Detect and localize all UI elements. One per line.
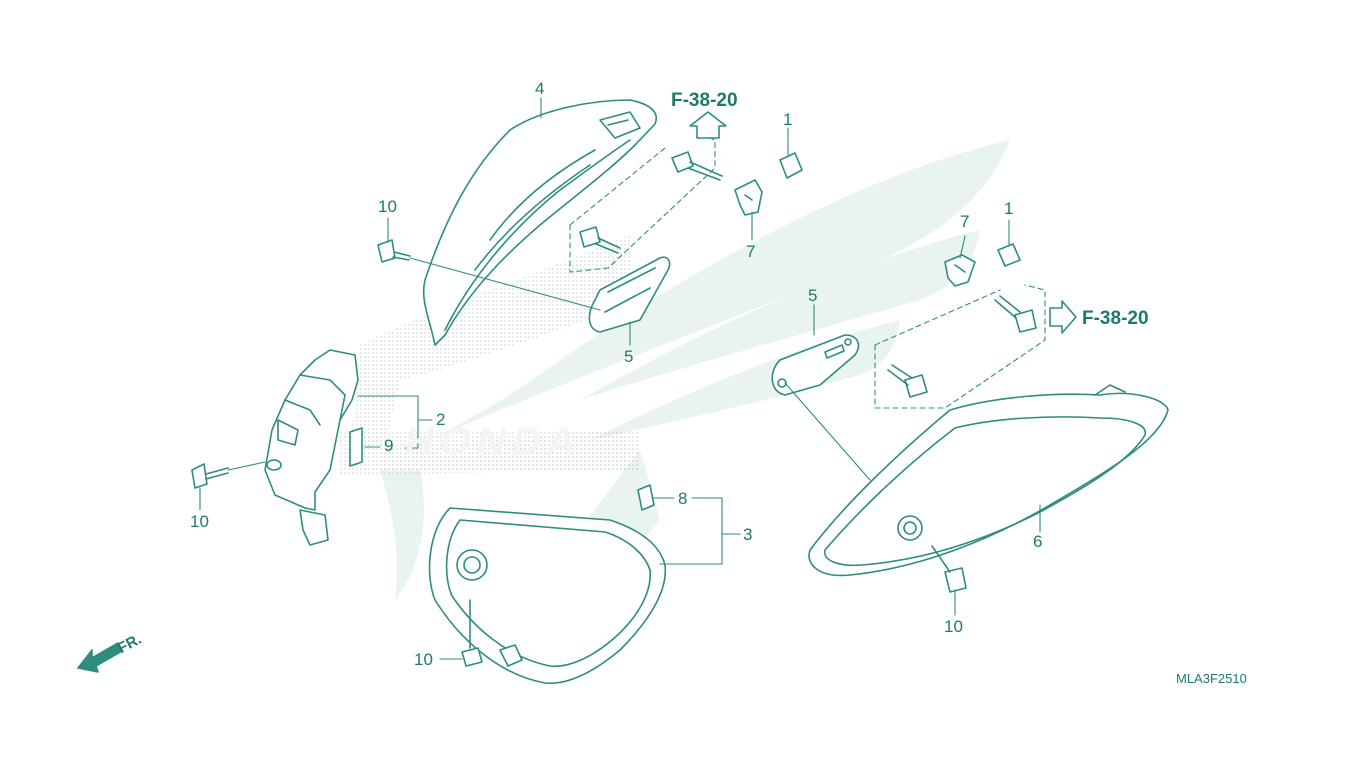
label-part-1-upper: 1 xyxy=(783,110,793,129)
bolt-part-10-right xyxy=(931,545,967,593)
label-part-10-left-top: 10 xyxy=(378,197,397,216)
front-arrow xyxy=(77,642,123,673)
label-part-5-lower: 5 xyxy=(808,286,818,305)
bolt-part-10-bottom xyxy=(461,599,483,667)
ref-upper: F-38-20 xyxy=(671,90,738,111)
cover-part-6 xyxy=(808,384,1169,577)
label-part-10-bottom: 10 xyxy=(414,650,433,669)
ref-arrow-up xyxy=(689,111,727,139)
cover-part-2 xyxy=(264,349,359,546)
cover-part-4 xyxy=(422,99,657,346)
ref-arrow-right xyxy=(1049,300,1077,334)
label-part-7-lower: 7 xyxy=(960,212,970,231)
clip-part-7-lower xyxy=(944,254,976,287)
nut-part-1-upper xyxy=(779,152,803,179)
bolt-part-10-left xyxy=(191,463,229,489)
label-part-10-right: 10 xyxy=(944,617,963,636)
watermark-text: HONDA xyxy=(400,420,587,464)
bolt-right-2 xyxy=(887,364,928,398)
bolt-upper-2 xyxy=(579,226,621,254)
label-part-5-upper: 5 xyxy=(624,347,634,366)
diagram-code: MLA3F2510 xyxy=(1176,671,1247,686)
bracket-part-5-lower xyxy=(771,334,860,396)
label-part-3: 3 xyxy=(743,525,753,544)
reference-dashes xyxy=(569,137,1046,409)
watermark-dots xyxy=(340,235,640,475)
bolt-part-10-left-top xyxy=(377,239,411,263)
ref-right: F-38-20 xyxy=(1082,308,1149,329)
connection-lines xyxy=(227,257,871,481)
label-part-1-lower: 1 xyxy=(1004,199,1014,218)
label-part-2: 2 xyxy=(436,410,446,429)
clip-part-7-upper xyxy=(734,179,763,216)
nut-part-1-lower xyxy=(997,243,1021,267)
bolt-right-1 xyxy=(994,295,1037,333)
bracket-part-5-upper xyxy=(588,256,671,333)
label-part-6: 6 xyxy=(1033,532,1043,551)
bolt-upper-1 xyxy=(671,151,723,181)
rubber-part-8 xyxy=(637,484,655,511)
label-part-10-left: 10 xyxy=(190,512,209,531)
label-part-8: 8 xyxy=(678,489,688,508)
label-part-4: 4 xyxy=(535,79,545,98)
rubber-part-9 xyxy=(349,427,363,467)
leader-lines xyxy=(199,97,1041,660)
label-part-9: 9 xyxy=(384,436,394,455)
label-part-7-upper: 7 xyxy=(746,242,756,261)
